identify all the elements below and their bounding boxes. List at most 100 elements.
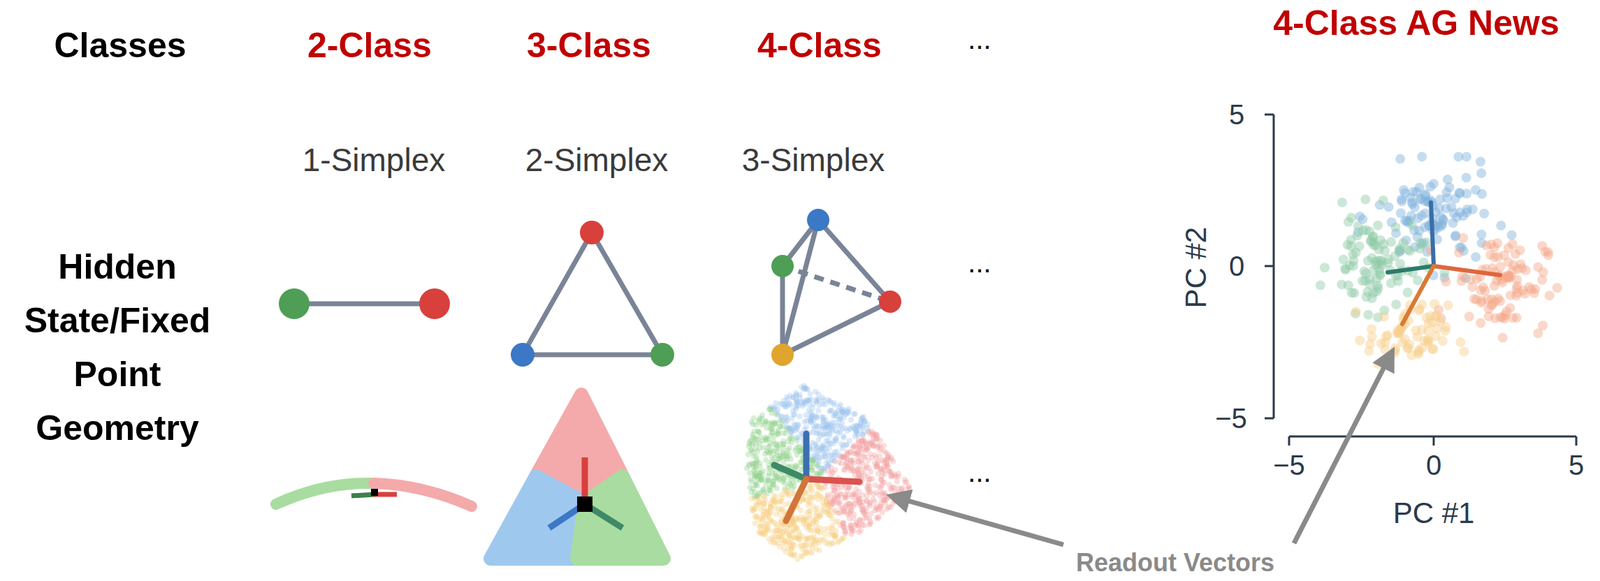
data-point <box>1516 259 1526 269</box>
vertex <box>771 255 794 278</box>
data-point <box>1431 310 1442 320</box>
data-point <box>1450 193 1461 204</box>
tick-label: 5 <box>1568 449 1584 482</box>
state-point <box>768 426 775 432</box>
data-point <box>1366 324 1377 334</box>
state-point <box>769 419 775 426</box>
state-point <box>846 409 852 416</box>
data-point <box>1481 241 1492 251</box>
state-point <box>753 482 759 488</box>
plot-title: 4-Class AG News <box>1273 3 1559 45</box>
state-point <box>781 403 788 410</box>
state-point <box>818 414 825 420</box>
data-point <box>1395 154 1406 165</box>
state-point <box>860 466 867 473</box>
state-point <box>772 411 779 418</box>
state-point <box>794 438 800 444</box>
state-point <box>851 411 857 418</box>
state-point <box>815 408 821 414</box>
state-point <box>809 461 816 467</box>
state-point <box>821 526 828 532</box>
state-point <box>825 469 832 476</box>
state-point <box>864 425 871 432</box>
state-point <box>816 397 822 404</box>
state-point <box>814 463 821 470</box>
state-point <box>783 427 790 434</box>
state-point <box>807 419 814 426</box>
state-point <box>751 453 757 460</box>
state-point <box>830 491 836 497</box>
state-point <box>864 484 870 491</box>
data-point <box>1479 208 1489 219</box>
data-point <box>1402 287 1413 298</box>
state-point <box>853 423 859 429</box>
state-point <box>748 442 755 448</box>
state-point <box>813 471 820 478</box>
tick-label: 5 <box>1228 98 1245 131</box>
state-point <box>865 457 872 464</box>
state-point <box>777 455 784 462</box>
state-point <box>888 473 895 479</box>
readout-vector <box>774 465 807 480</box>
state-point <box>803 424 810 431</box>
simplex-label: 1-Simplex <box>302 141 446 179</box>
data-point <box>1511 275 1522 286</box>
data-point <box>1378 195 1389 206</box>
state-point <box>851 512 858 518</box>
data-point <box>1381 331 1392 342</box>
row-header: Classes <box>53 25 186 67</box>
ellipsis: ... <box>967 246 991 279</box>
state-point <box>788 401 794 408</box>
state-point <box>809 550 815 557</box>
data-point <box>1420 190 1431 201</box>
state-point <box>879 479 886 485</box>
simplex-label: 2-Simplex <box>525 141 669 179</box>
state-point <box>819 537 826 544</box>
state-point <box>867 503 874 509</box>
state-point <box>787 551 794 558</box>
simplex-edge <box>294 301 435 307</box>
state-point <box>871 452 878 459</box>
state-point <box>826 499 833 506</box>
state-point <box>760 512 767 518</box>
state-point <box>855 449 861 456</box>
state-point <box>867 519 874 525</box>
data-point <box>1453 151 1464 162</box>
state-point <box>825 421 831 427</box>
state-point <box>859 438 865 445</box>
state-point <box>813 491 820 498</box>
state-point <box>839 484 845 491</box>
data-point <box>1470 252 1481 263</box>
state-point <box>759 473 766 479</box>
state-point <box>765 536 772 543</box>
column-header: 2-Class <box>307 25 432 67</box>
state-point <box>877 467 884 474</box>
data-point <box>1402 245 1413 256</box>
state-point <box>772 470 779 477</box>
data-point <box>1412 275 1423 286</box>
data-point <box>1464 311 1475 322</box>
state-point <box>837 499 843 506</box>
state-point <box>809 488 815 494</box>
data-point <box>1471 294 1482 305</box>
state-point <box>867 469 874 476</box>
state-point <box>834 413 840 420</box>
state-point <box>781 445 787 451</box>
pca-readout-vectors <box>1387 202 1501 325</box>
state-point <box>858 416 865 423</box>
data-point <box>1441 322 1452 332</box>
state-point <box>828 457 835 464</box>
state-point <box>840 415 847 422</box>
data-point <box>1510 249 1521 260</box>
data-point <box>1343 217 1354 228</box>
state-point <box>771 448 777 455</box>
state-point <box>794 402 800 409</box>
state-point <box>809 467 816 474</box>
readout-vector <box>1433 266 1501 276</box>
data-point <box>1351 248 1362 258</box>
state-point <box>793 526 800 532</box>
state-point <box>749 508 756 515</box>
data-point <box>1319 262 1330 273</box>
state-point <box>761 495 768 501</box>
state-point <box>746 461 752 468</box>
